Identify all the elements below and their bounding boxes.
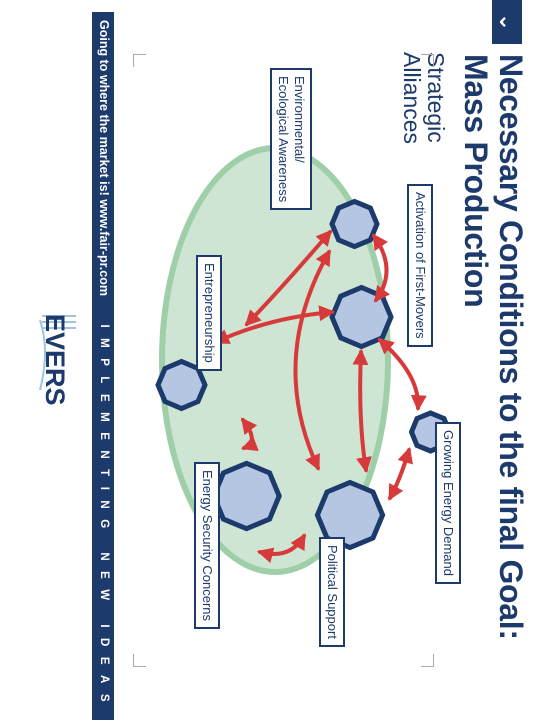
- arrow-environmental-first-movers: [372, 233, 391, 303]
- node-label-entrepreneurship: Entrepreneurship: [196, 255, 222, 371]
- footer-tagline: Going to where the market is! www.fair-p…: [97, 20, 111, 296]
- node-label-energy-security: Energy Security Concerns: [194, 462, 220, 630]
- arrow-first-movers-energy-demand: [377, 337, 427, 412]
- node-environmental-octagon: [329, 198, 380, 250]
- arrow-political-support-energy-security: [256, 533, 306, 564]
- node-label-political-support: Political Support: [319, 537, 345, 647]
- arrow-energy-demand-political-support: [388, 446, 413, 501]
- evers-logo: EVERS: [39, 314, 76, 406]
- arrow-first-movers-political-support: [352, 348, 372, 474]
- node-label-energy-demand: Growing Energy Demand: [435, 422, 461, 584]
- node-political-support-octagon: [314, 479, 386, 551]
- node-first-movers-octagon: [329, 284, 394, 350]
- arrow-environmental-political-support: [293, 249, 331, 471]
- logo-text: EVERS: [40, 314, 70, 406]
- footer-slogan: IMPLEMENTING NEW IDEAS: [98, 324, 110, 712]
- node-label-first-movers: Activation of First-Movers: [407, 184, 433, 347]
- footer-bar: Going to where the market is! www.fair-p…: [92, 12, 114, 720]
- arrow-entrepreneurship-energy-security: [241, 417, 259, 451]
- node-energy-security-octagon: [211, 460, 282, 532]
- node-label-environmental: Environmental/ Ecological Awareness: [270, 68, 312, 211]
